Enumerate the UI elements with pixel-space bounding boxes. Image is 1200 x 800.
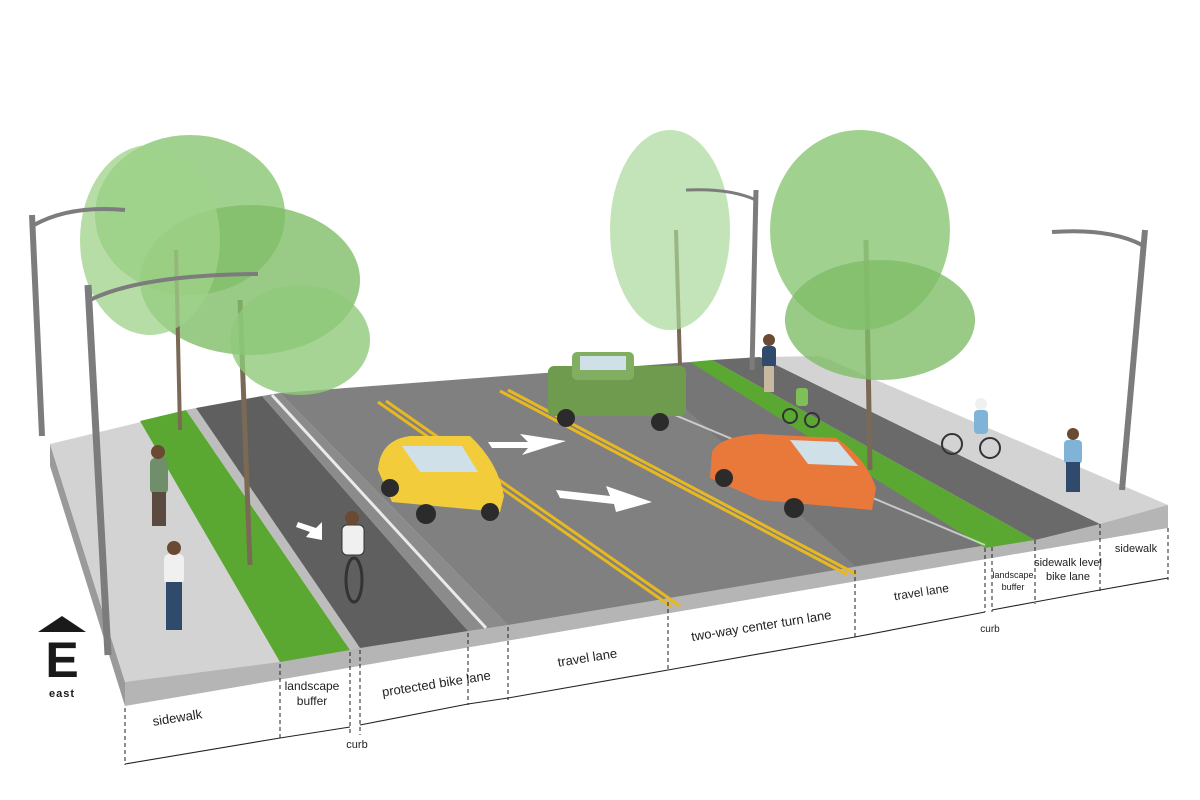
green-pickup-truck [548,352,686,431]
compass-letter: E [45,632,79,688]
label-sidewalk-bike-lane-line1: sidewalk level [1034,557,1102,569]
label-curb-left: curb [346,739,367,751]
tree-right-1 [610,130,730,366]
label-sidewalk-right: sidewalk [1115,543,1158,555]
curb-left [186,408,360,650]
turn-arrow-right [556,486,652,512]
landscape-buffer-left [140,410,350,662]
street-light-right-1 [685,188,759,371]
label-travel-lane-right: travel lane [893,581,950,604]
pedestrian-sidewalk-left-2 [164,541,184,630]
compass-east: E east [30,616,100,706]
cyclist-sidewalk-bike-lane [941,398,1001,459]
label-sidewalk-left: sidewalk [152,706,204,729]
north-arrow-icon [38,616,86,632]
turn-arrow-left [488,434,566,455]
label-center-turn-lane: two-way center turn lane [690,607,832,644]
orange-car [710,434,876,518]
label-protected-bike-lane: protected bike lane [381,668,492,700]
label-landscape-buffer-right-line1: landscape [992,570,1033,580]
label-sidewalk-bike-lane-line2: bike lane [1046,571,1090,583]
pedestrian-sidewalk-right [1064,428,1082,492]
sidewalk-level-bike-lane-surface [712,357,1100,540]
tree-left-2 [80,145,220,431]
label-travel-lane-left: travel lane [556,645,618,669]
tree-right-2 [770,130,975,471]
roadway-surface [280,362,985,625]
landscape-buffer-right [690,360,1035,548]
label-curb-right: curb [980,624,1000,635]
protected-bike-lane-surface [196,396,468,648]
label-landscape-buffer-right-line2: buffer [1002,582,1025,592]
compass-word: east [48,688,76,700]
street-light-right-2 [1051,229,1148,491]
cyclist-protected-lane [341,511,365,604]
label-landscape-buffer-left-line1: landscape [285,679,340,693]
yellow-car [378,436,504,524]
bike-lane-arrow [296,522,322,540]
street-light-left-1 [29,207,126,437]
child-cyclist [782,388,820,428]
label-landscape-buffer-left-line2: buffer [297,694,327,708]
street-light-left-2 [84,272,259,656]
pedestrian-far-right [762,334,776,392]
pedestrian-sidewalk-left-1 [150,445,168,526]
